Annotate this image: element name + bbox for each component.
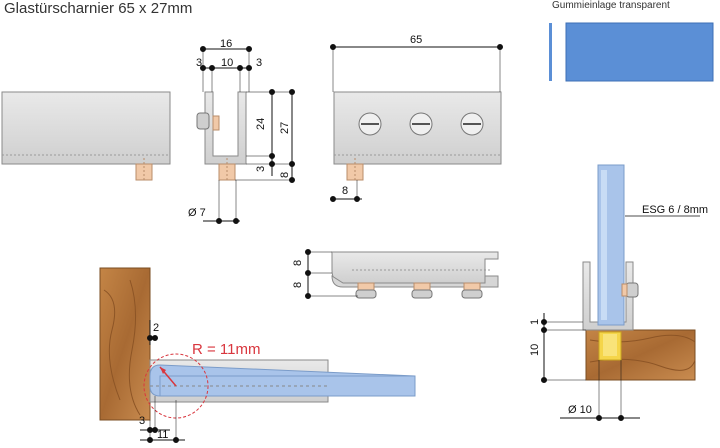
dim-8-top-a: 8 [292,260,304,266]
front-view-hinge-body [333,91,502,182]
side-view-hinge-body [1,91,171,182]
pivot-dimensions [140,320,185,443]
screw-icon [411,282,433,299]
cross-section-view [196,91,247,182]
dim-pin-8: 8 [342,185,348,197]
top-view-hinge [331,251,499,299]
legend-swatch [549,22,714,82]
dim-24: 24 [255,118,267,130]
cross-section-dimensions [200,46,295,224]
dim-3-height: 3 [255,166,267,172]
installed-section-view [582,164,696,381]
screw-icon [461,282,483,299]
dim-8-height: 8 [279,172,291,178]
dim-8-top-b: 8 [292,282,304,288]
dim-2: 2 [153,322,159,334]
dim-27: 27 [279,122,291,134]
dim-11: 11 [157,429,168,441]
front-view-dimensions [330,44,503,202]
screw-icon [460,112,484,136]
dim-3-right: 3 [256,57,262,69]
drawing-title: Glastürscharnier 65 x 27mm [4,0,193,17]
dim-diameter-10: Ø 10 [568,404,592,416]
radius-label: R = 11mm [192,341,261,358]
pivot-radius-view [99,267,416,421]
dim-diameter-7: Ø 7 [188,207,206,219]
dim-3-bottom: 3 [139,415,145,427]
dim-3-left: 3 [196,57,202,69]
glass-spec-label: ESG 6 / 8mm [642,204,708,216]
legend-label: Gummieinlage transparent [552,0,670,11]
screw-icon [409,112,433,136]
dim-1: 1 [529,319,541,325]
top-view-dimensions [305,249,358,299]
dim-65: 65 [410,34,422,46]
installed-section-dimensions [541,215,700,421]
dim-10-height: 10 [529,344,541,356]
dim-16: 16 [220,38,232,50]
screw-icon [355,282,377,299]
screw-icon [358,112,382,136]
dim-10: 10 [221,57,233,69]
